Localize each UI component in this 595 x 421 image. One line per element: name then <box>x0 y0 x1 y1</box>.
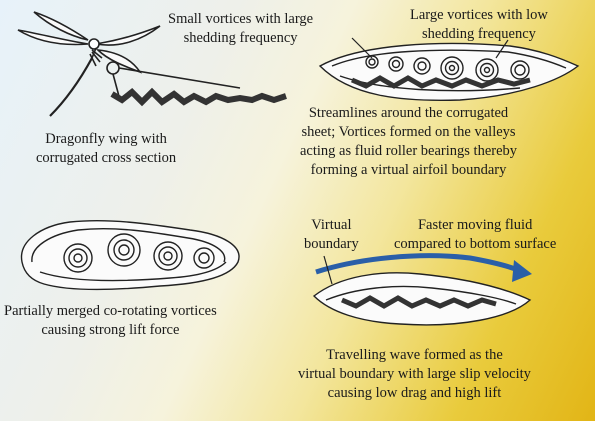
faster-fluid-label: Faster moving fluid compared to bottom s… <box>394 216 556 254</box>
merged-vortices <box>22 221 239 290</box>
large-vortices-label: Large vortices with low shedding frequen… <box>410 6 548 44</box>
travelling-wave-caption: Travelling wave formed as the virtual bo… <box>298 346 531 403</box>
streamlines-caption: Streamlines around the corrugated sheet;… <box>300 104 517 180</box>
virtual-boundary-label: Virtual boundary <box>304 216 359 254</box>
small-vortices-label: Small vortices with large shedding frequ… <box>168 10 313 48</box>
merged-vortices-caption: Partially merged co-rotating vortices ca… <box>4 302 217 340</box>
blue-arrowhead <box>512 260 532 282</box>
dragonfly-corrugated-section <box>112 92 286 102</box>
dragonfly-caption: Dragonfly wing with corrugated cross sec… <box>36 130 176 168</box>
blue-flow-arrow <box>316 256 518 272</box>
travelling-wave-diagram <box>314 273 530 325</box>
streamlines-around-sheet <box>320 43 578 100</box>
